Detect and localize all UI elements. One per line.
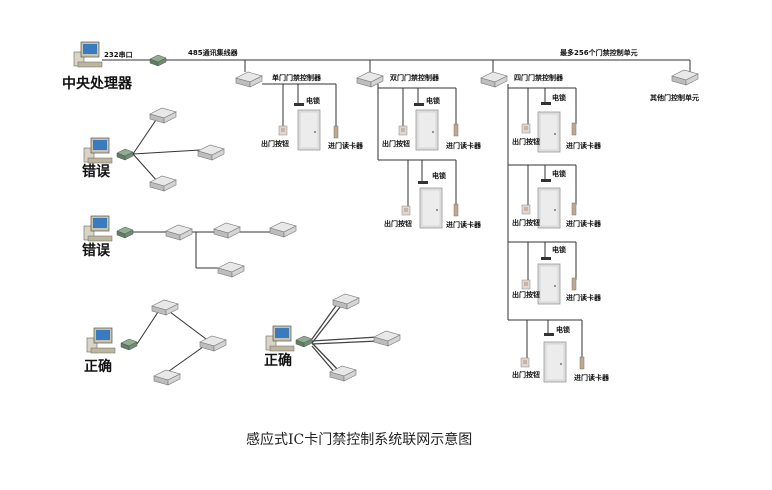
controller-icon — [165, 224, 193, 241]
electric-lock-icon — [544, 333, 554, 336]
card-reader-label: 进门读卡器 — [574, 373, 610, 382]
exit-button-label: 出门按钮 — [261, 139, 289, 148]
card-reader-label: 进门读卡器 — [446, 220, 482, 229]
max-256-label: 最多256个门禁控制单元 — [560, 48, 638, 57]
door-icon — [537, 263, 561, 305]
right-label: 正确 — [84, 358, 112, 375]
card-reader-label: 进门读卡器 — [566, 219, 602, 228]
door-icon — [543, 341, 567, 383]
exit-button-label: 出门按钮 — [512, 137, 540, 146]
double-door-controller-label: 双门门禁控制器 — [390, 73, 440, 82]
wrong-label: 错误 — [82, 242, 111, 259]
exit-button-label: 出门按钮 — [384, 219, 412, 228]
card-reader-label: 进门读卡器 — [566, 141, 602, 150]
controller-icon — [153, 369, 181, 386]
exit-button-label: 出门按钮 — [512, 290, 540, 299]
controller-icon — [149, 175, 177, 192]
computer-icon — [265, 325, 295, 352]
wrong-label: 错误 — [82, 163, 111, 180]
controller-icon — [199, 335, 227, 352]
card-reader-label: 进门读卡器 — [566, 293, 602, 302]
card-reader-icon — [579, 356, 585, 370]
card-reader-label: 进门读卡器 — [328, 141, 364, 150]
controller-icon — [151, 299, 179, 316]
port-232-label: 232串口 — [104, 50, 133, 59]
exit-button-icon — [521, 123, 531, 134]
card-reader-icon — [571, 202, 577, 216]
controller-icon — [329, 365, 357, 382]
door-icon — [537, 187, 561, 229]
card-reader-icon — [453, 123, 459, 137]
four-door-controller-icon — [480, 71, 508, 88]
hub-icon — [116, 226, 134, 239]
lock-label: 电锁 — [426, 96, 440, 105]
exit-button-label: 出门按钮 — [512, 370, 540, 379]
electric-lock-icon — [541, 179, 551, 182]
controller-icon — [332, 293, 360, 310]
lock-label: 电锁 — [306, 96, 320, 105]
exit-button-icon — [278, 125, 288, 136]
computer-icon — [83, 137, 113, 164]
door-icon — [419, 187, 443, 229]
door-icon — [415, 109, 439, 151]
converter-icon — [149, 54, 167, 67]
controller-icon — [373, 330, 401, 347]
exit-button-icon — [520, 357, 530, 368]
exit-button-icon — [401, 205, 411, 216]
single-door-controller-label: 单门门禁控制器 — [272, 73, 322, 82]
card-reader-icon — [571, 277, 577, 291]
central-computer-icon — [73, 41, 103, 68]
card-reader-icon — [453, 203, 459, 217]
hub-icon — [120, 338, 138, 351]
electric-lock-icon — [418, 181, 428, 184]
four-door-controller-label: 四门门禁控制器 — [514, 73, 564, 82]
double-door-controller-icon — [356, 71, 384, 88]
central-processor-label: 中央处理器 — [62, 75, 133, 92]
door-icon — [537, 111, 561, 153]
electric-lock-icon — [414, 103, 424, 106]
electric-lock-icon — [541, 102, 551, 105]
lock-label: 电锁 — [552, 245, 566, 254]
other-controller-label: 其他门控制单元 — [650, 93, 699, 102]
computer-icon — [83, 215, 113, 242]
door-icon — [297, 109, 321, 151]
controller-icon — [269, 221, 297, 238]
controller-icon — [213, 222, 241, 239]
lock-label: 电锁 — [552, 93, 566, 102]
lock-label: 电锁 — [556, 325, 570, 334]
controller-icon — [197, 144, 225, 161]
exit-button-icon — [521, 204, 531, 215]
card-reader-icon — [333, 125, 339, 139]
electric-lock-icon — [294, 103, 304, 106]
hub-icon — [116, 148, 134, 161]
electric-lock-icon — [541, 257, 551, 260]
controller-icon — [217, 261, 245, 278]
exit-button-icon — [521, 279, 531, 290]
exit-button-label: 出门按钮 — [382, 139, 410, 148]
other-controller-icon — [671, 69, 699, 86]
bus-485-label: 485通讯集线器 — [188, 48, 239, 57]
card-reader-icon — [571, 122, 577, 136]
hub-icon — [295, 335, 313, 348]
computer-icon — [86, 327, 116, 354]
diagram-caption: 感应式IC卡门禁控制系统联网示意图 — [246, 431, 472, 448]
lock-label: 电锁 — [552, 169, 566, 178]
exit-button-label: 出门按钮 — [512, 218, 540, 227]
single-door-controller-icon — [235, 71, 263, 88]
right-label: 正确 — [264, 352, 292, 369]
controller-icon — [149, 107, 177, 124]
lock-label: 电锁 — [432, 171, 446, 180]
card-reader-label: 进门读卡器 — [446, 141, 482, 150]
exit-button-icon — [398, 125, 408, 136]
